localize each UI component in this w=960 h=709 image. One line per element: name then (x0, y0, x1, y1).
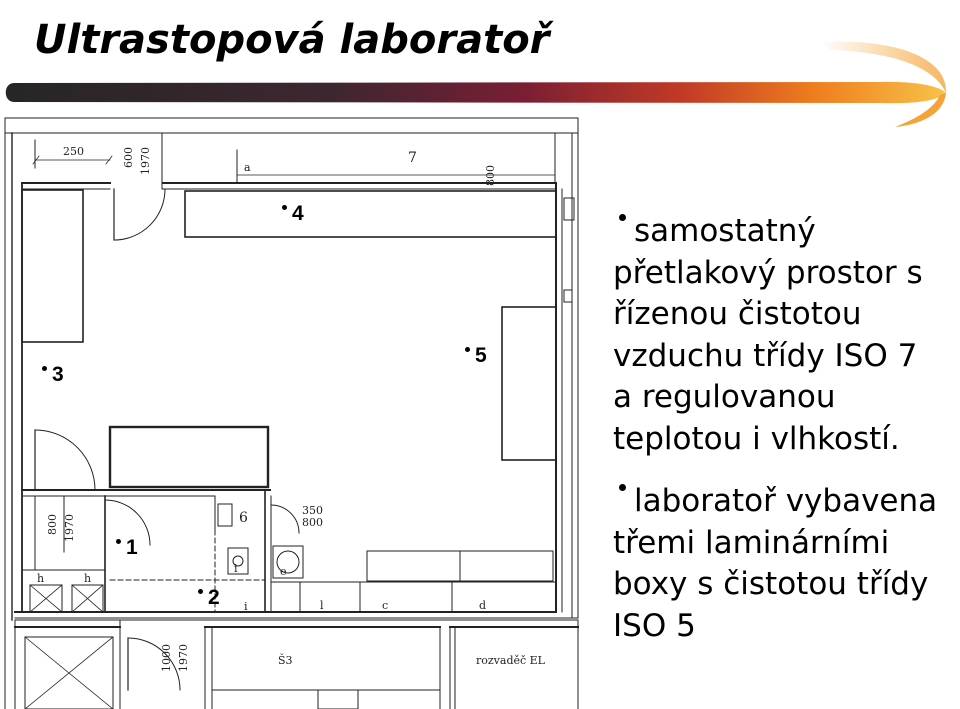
wall-line (24, 636, 114, 709)
dim-label-600: 600 (122, 147, 135, 168)
bullet-line: vzduchu třídy ISO 7 (613, 337, 918, 374)
plan-label-e: e (280, 565, 287, 578)
box-h-right (71, 584, 104, 613)
bullet-line: přetlakový prostor s (613, 254, 923, 291)
bullet-line: třemi laminárními (613, 524, 890, 561)
plan-label-i-bottom: i (244, 600, 248, 613)
marker-3: 3 (42, 364, 64, 386)
door-swing-arc (127, 637, 181, 691)
room-label-switchboard: rozvaděč EL (476, 654, 546, 667)
dim-label-350: 350 (302, 504, 323, 517)
bullet-laminar-boxes: laboratoř vybavena třemi laminárními box… (613, 481, 937, 647)
marker-number: 5 (475, 344, 487, 367)
door-swing-arc (113, 188, 166, 241)
marker-dot (282, 205, 287, 210)
bullet-line: a regulovanou (613, 379, 836, 415)
marker-1: 1 (116, 537, 138, 559)
swoosh-highlight-lower (895, 93, 946, 127)
slide-title: Ultrastopová laboratoř (34, 17, 550, 63)
door-swing-arc (104, 499, 151, 546)
dim-label-1000: 1000 (160, 644, 173, 672)
room6-fixture (217, 503, 233, 527)
plan-drawing (4, 117, 579, 709)
swoosh-bar (5, 81, 946, 104)
dim-label-1970-left: 1970 (63, 514, 76, 542)
plan-label-d: d (479, 599, 486, 612)
wall-line (71, 584, 104, 613)
dim-label-1970-bottom: 1970 (177, 644, 190, 672)
floor-plan: 250 600 1970 a 7 800 6 350 800 800 1970 … (4, 117, 579, 709)
plan-label-l: l (320, 599, 324, 612)
bullet-cleanroom-description: samostatný přetlakový prostor s řízenou … (613, 211, 923, 460)
cabinet-bottom (317, 689, 359, 709)
cabinet-3 (21, 189, 84, 343)
wall-line (29, 584, 63, 613)
dim-label-1970-top: 1970 (139, 147, 152, 175)
sink-round-frame (272, 545, 304, 579)
plan-labels: 250 600 1970 a 7 800 6 350 800 800 1970 … (37, 145, 546, 672)
dim-label-800-left: 800 (46, 514, 59, 535)
door-swing-arc (34, 429, 96, 491)
marker-dot (42, 366, 47, 371)
marker-2: 2 (198, 587, 220, 609)
bullet-dot (619, 214, 626, 221)
marker-number: 1 (126, 536, 138, 559)
bullet-line: laboratoř vybavena (634, 483, 938, 519)
wall-line (105, 155, 113, 165)
accent-swoosh (5, 41, 947, 127)
plan-label-c: c (382, 599, 388, 612)
room-label-s3: Š3 (278, 653, 293, 667)
bullet-dot (619, 484, 626, 491)
bullet-line: ISO 5 (613, 607, 696, 644)
bullet-line: řízenou čistotou (613, 296, 862, 332)
swoosh-highlight-upper (820, 41, 947, 93)
bench-middle (108, 425, 270, 489)
bench-5 (501, 306, 557, 461)
marker-dot (198, 589, 203, 594)
box-h-left (29, 584, 63, 613)
door-swing-arc (270, 504, 300, 534)
storage-box (24, 636, 114, 709)
dim-label-800-room6: 800 (302, 516, 323, 529)
bullet-line: samostatný (634, 213, 816, 249)
sink-small (227, 547, 249, 575)
bullet-line: teplotou i vlhkostí. (613, 420, 900, 457)
plan-label-i-sink: i (234, 562, 238, 575)
marker-5: 5 (465, 345, 487, 367)
plan-label-h-left: h (37, 572, 44, 585)
marker-number: 4 (292, 202, 304, 225)
dim-label-800-top: 800 (484, 165, 497, 186)
wall-line (32, 155, 40, 165)
bench-4 (184, 190, 557, 238)
marker-dot (116, 539, 121, 544)
plan-label-a: a (244, 161, 251, 174)
room-label-7: 7 (408, 150, 417, 166)
plan-label-h-right: h (84, 572, 91, 585)
wall-vent-2 (563, 289, 573, 303)
bullet-line: boxy s čistotou třídy (613, 566, 929, 602)
marker-dot (465, 347, 470, 352)
marker-number: 3 (52, 363, 64, 386)
sink-basin (232, 555, 244, 567)
wall-vent (563, 197, 575, 221)
dim-label-250: 250 (63, 145, 84, 158)
room-label-6: 6 (239, 510, 248, 526)
sink-basin (276, 550, 300, 574)
marker-4: 4 (282, 203, 304, 225)
counter (366, 550, 554, 582)
marker-number: 2 (208, 586, 220, 609)
